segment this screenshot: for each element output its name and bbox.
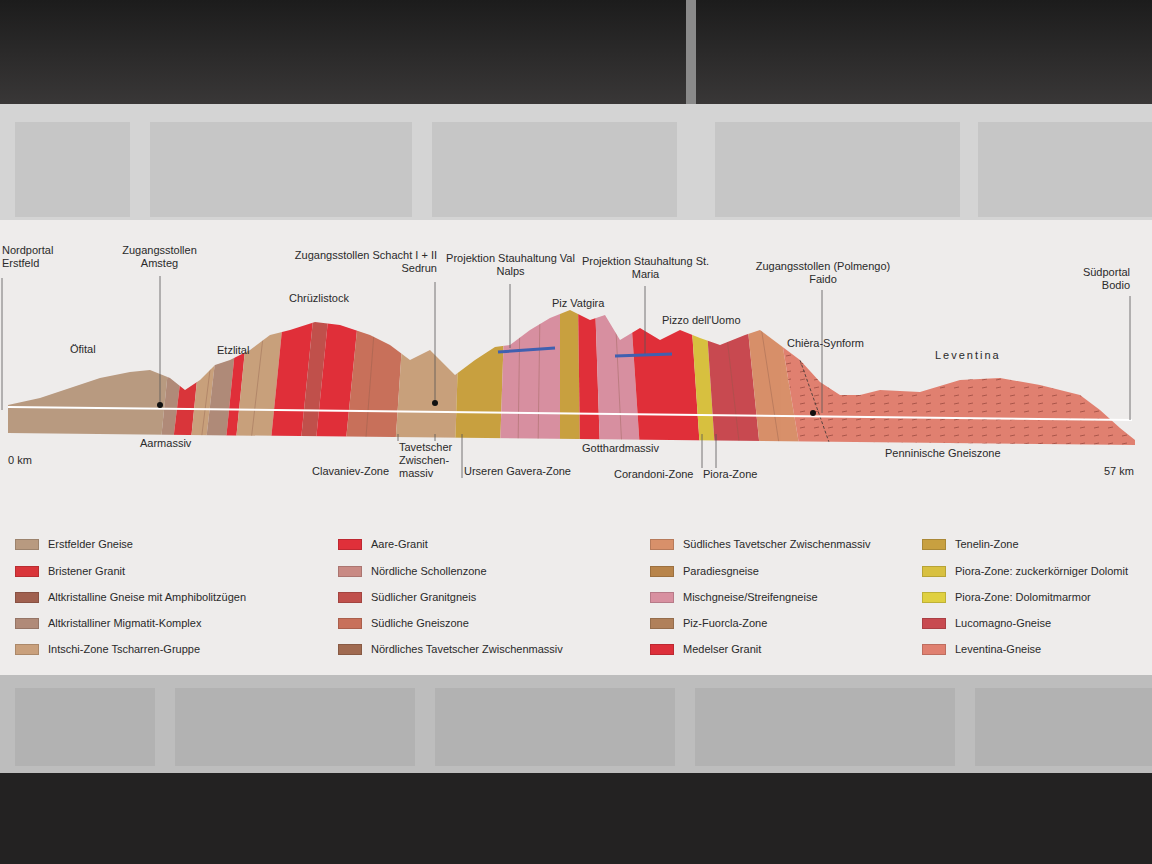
legend-swatch [922,618,946,629]
legend-swatch [922,566,946,577]
legend-swatch [15,566,39,577]
legend-swatch [922,644,946,655]
legend-swatch [338,566,362,577]
legend-swatch [15,592,39,603]
legend-text: Bristener Granit [48,565,125,578]
section-label: Gotthardmassiv [582,442,659,455]
legend-text: Altkristalline Gneise mit Amphibolitzüge… [48,591,246,604]
legend-swatch [650,539,674,550]
section-label: Zugangsstollen (Polmengo) Faido [748,260,898,286]
legend-swatch [650,618,674,629]
section-label: Nordportal Erstfeld [2,244,72,270]
section-label: Penninische Gneiszone [885,447,1001,460]
legend-swatch [650,566,674,577]
legend-text: Piora-Zone: Dolomitmarmor [955,591,1091,604]
section-label: Etzlital [217,344,249,357]
legend-text: Piz-Fuorcla-Zone [683,617,767,630]
legend-text: Nördliches Tavetscher Zwischenmassiv [371,643,563,656]
legend-text: Mischgneise/Streifengneise [683,591,818,604]
section-label: Urseren Gavera-Zone [464,465,571,478]
legend-swatch [338,539,362,550]
legend-text: Aare-Granit [371,538,428,551]
legend-text: Nördliche Schollenzone [371,565,487,578]
legend-text: Altkristalliner Migmatit-Komplex [48,617,201,630]
legend-text: Intschi-Zone Tscharren-Gruppe [48,643,200,656]
legend-swatch [15,539,39,550]
legend-text: Südliche Gneiszone [371,617,469,630]
legend-text: Südlicher Granitgneis [371,591,476,604]
section-label: Zugangsstollen Amsteg [112,244,207,270]
section-label: Südportal Bodio [1070,266,1130,292]
legend-swatch [15,644,39,655]
legend-text: Paradiesgneise [683,565,759,578]
section-label: 0 km [8,454,32,467]
legend-text: Lucomagno-Gneise [955,617,1051,630]
section-label: Projektion Stauhaltung St. Maria [578,255,713,281]
legend-swatch [338,644,362,655]
legend-text: Tenelin-Zone [955,538,1019,551]
section-label: Clavaniev-Zone [312,465,389,478]
section-label: Öfital [70,343,96,356]
legend-swatch [922,539,946,550]
legend-swatch [338,618,362,629]
section-label: Zugangsstollen Schacht I + II Sedrun [267,249,437,275]
legend-text: Erstfelder Gneise [48,538,133,551]
legend-swatch [650,592,674,603]
legend-text: Medelser Granit [683,643,761,656]
legend-swatch [15,618,39,629]
section-label: Chrüzlistock [289,292,349,305]
section-label: Projektion Stauhaltung Val Nalps [443,252,578,278]
section-label: Chièra-Synform [787,337,864,350]
legend-swatch [922,592,946,603]
section-label: Aarmassiv [140,437,191,450]
legend-text: Südliches Tavetscher Zwischenmassiv [683,538,870,551]
section-label: Piz Vatgira [552,297,604,310]
section-label: Corandoni-Zone [614,468,694,481]
legend-text: Leventina-Gneise [955,643,1041,656]
section-label: Tavetscher Zwischen- massiv [399,441,461,480]
section-label: 57 km [1104,465,1134,478]
legend-swatch [650,644,674,655]
legend-text: Piora-Zone: zuckerkörniger Dolomit [955,565,1128,578]
section-label: Pizzo dell'Uomo [662,314,741,327]
legend-swatch [338,592,362,603]
section-label: Leventina [935,349,1001,362]
section-label: Piora-Zone [703,468,757,481]
